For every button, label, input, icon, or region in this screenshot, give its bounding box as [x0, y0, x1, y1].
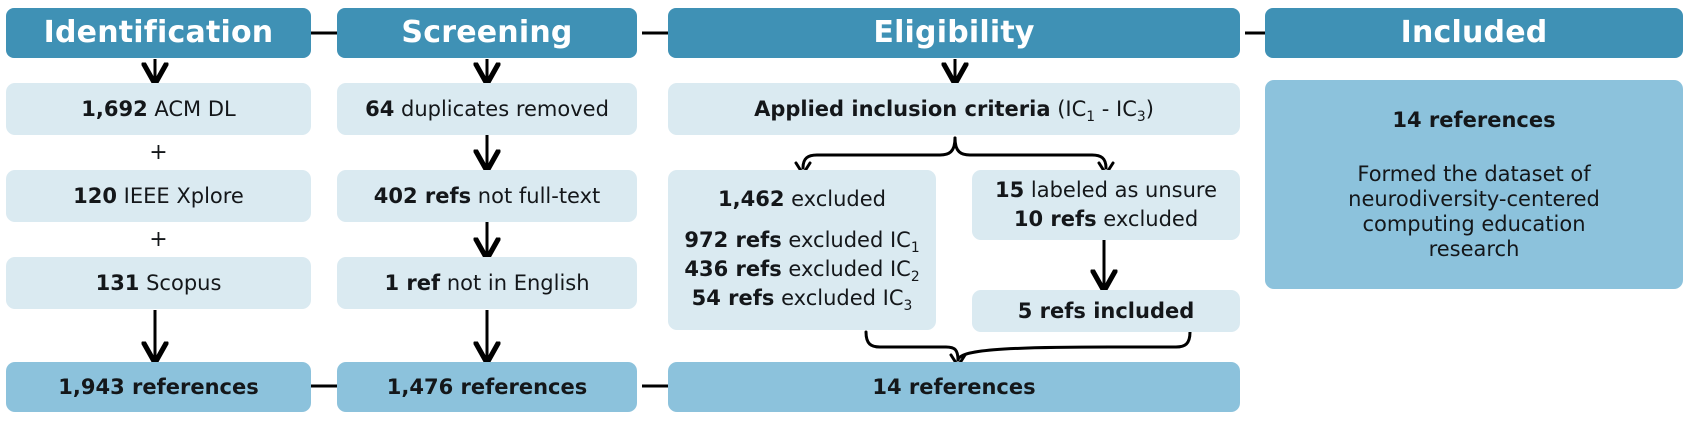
- identification-source-ieee: 120 IEEE Xplore: [6, 170, 311, 222]
- included-summary-box: 14 references Formed the dataset of neur…: [1265, 80, 1683, 289]
- not-english-count: 1 ref: [384, 270, 441, 295]
- unsure-excluded-count: 10 refs: [1013, 207, 1097, 231]
- duplicates-label: duplicates removed: [394, 96, 609, 121]
- acm-count: 1,692: [81, 96, 148, 121]
- excluded-total-line: 1,462 excluded: [718, 187, 886, 212]
- scopus-count: 131: [95, 270, 140, 295]
- scopus-label: Scopus: [139, 270, 222, 295]
- included-desc-line-2: neurodiversity-centered: [1348, 187, 1600, 212]
- criteria-open: (IC: [1050, 96, 1087, 121]
- plus-separator-1: +: [149, 140, 168, 165]
- included-desc-line-3: computing education: [1362, 211, 1586, 236]
- criteria-sub-3: 3: [1136, 108, 1146, 125]
- unsure-excluded-label: excluded: [1096, 207, 1199, 231]
- criteria-sub-1: 1: [1086, 108, 1096, 125]
- ieee-label: IEEE Xplore: [117, 183, 244, 208]
- excluded-total-count: 1,462: [718, 187, 785, 212]
- stage-header-screening: Screening: [337, 8, 637, 58]
- plus-separator-2: +: [149, 227, 168, 252]
- stage-header-identification: Identification: [6, 8, 311, 58]
- not-full-text-count: 402 refs: [373, 183, 472, 208]
- included-count: 14 references: [1392, 107, 1556, 132]
- criteria-dash: - IC: [1095, 96, 1137, 121]
- eligibility-applied-criteria: Applied inclusion criteria (IC1 - IC3): [668, 83, 1240, 135]
- criteria-bold-text: Applied inclusion criteria: [754, 96, 1051, 121]
- eligibility-unsure-box: 15 labeled as unsure 10 refs excluded: [972, 170, 1240, 240]
- excluded-ic2-sub: 2: [910, 269, 920, 286]
- screening-not-in-english: 1 ref not in English: [337, 257, 637, 309]
- screening-not-full-text: 402 refs not full-text: [337, 170, 637, 222]
- excluded-ic3-count: 54 refs: [691, 285, 775, 310]
- excluded-ic3-label: excluded IC: [774, 285, 904, 310]
- ieee-count: 120: [73, 183, 117, 208]
- excluded-ic1-count: 972 refs: [684, 228, 782, 253]
- excluded-ic2-line: 436 refs excluded IC2: [684, 257, 920, 286]
- criteria-close: ): [1145, 96, 1154, 121]
- not-full-text-label: not full-text: [471, 183, 601, 208]
- eligibility-total: 14 references: [668, 362, 1240, 412]
- excluded-ic3-line: 54 refs excluded IC3: [691, 285, 913, 314]
- included-desc-line-1: Formed the dataset of: [1357, 162, 1591, 187]
- screening-total: 1,476 references: [337, 362, 637, 412]
- excluded-ic2-label: excluded IC: [781, 257, 911, 281]
- unsure-count: 15: [994, 178, 1025, 203]
- excluded-ic1-sub: 1: [910, 240, 920, 257]
- duplicates-count: 64: [365, 96, 395, 121]
- identification-total: 1,943 references: [6, 362, 311, 412]
- not-english-label: not in English: [440, 270, 590, 295]
- excluded-ic1-line: 972 refs excluded IC1: [684, 228, 920, 257]
- eligibility-refs-included-box: 5 refs included: [972, 290, 1240, 332]
- unsure-label: labeled as unsure: [1024, 178, 1218, 203]
- unsure-labeled-line: 15 labeled as unsure: [995, 178, 1217, 203]
- stage-header-eligibility: Eligibility: [668, 8, 1240, 58]
- excluded-total-label: excluded: [784, 187, 886, 212]
- acm-label: ACM DL: [147, 96, 236, 121]
- screening-duplicates-removed: 64 duplicates removed: [337, 83, 637, 135]
- stage-header-included: Included: [1265, 8, 1683, 58]
- excluded-ic2-count: 436 refs: [684, 257, 782, 281]
- included-desc-line-4: research: [1428, 236, 1520, 261]
- unsure-excluded-line: 10 refs excluded: [1014, 207, 1198, 232]
- excluded-ic1-label: excluded IC: [781, 228, 911, 253]
- identification-source-acm: 1,692 ACM DL: [6, 83, 311, 135]
- eligibility-excluded-box: 1,462 excluded 972 refs excluded IC1 436…: [668, 170, 936, 330]
- identification-source-scopus: 131 Scopus: [6, 257, 311, 309]
- excluded-ic3-sub: 3: [903, 297, 913, 314]
